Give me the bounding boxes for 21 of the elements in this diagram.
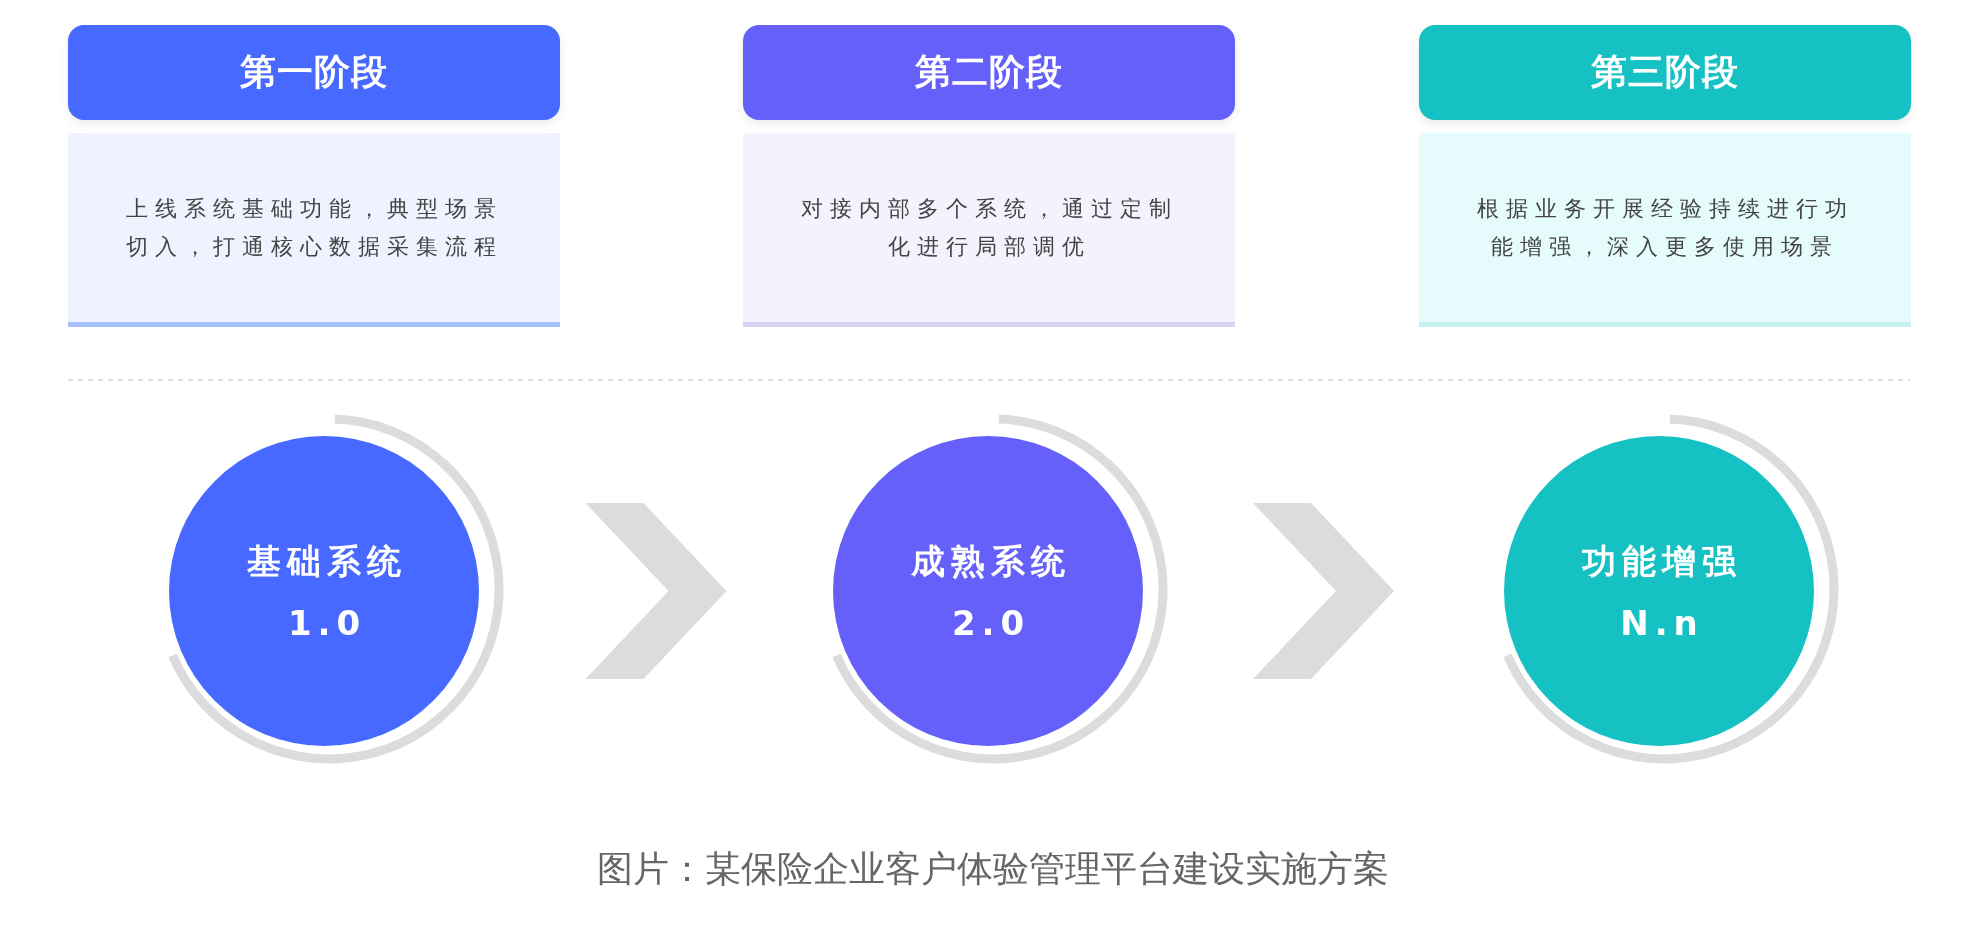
version-number: 2.0 bbox=[950, 603, 1031, 643]
description-text: 上线系统基础功能，典型场景切入，打通核心数据采集流程 bbox=[124, 194, 504, 261]
description-text: 对接内部多个系统，通过定制化进行局部调优 bbox=[799, 194, 1179, 261]
caption: 图片：某保险企业客户体验管理平台建设实施方案 bbox=[597, 847, 1389, 891]
stage-title: 第一阶段 bbox=[240, 50, 388, 94]
version-name: 成熟系统 bbox=[910, 540, 1071, 583]
description-panel bbox=[1419, 133, 1911, 327]
version-number: N.n bbox=[1619, 603, 1704, 643]
description-panel bbox=[743, 133, 1235, 327]
chevron-arrow bbox=[585, 503, 727, 679]
stage-header bbox=[68, 25, 560, 120]
stage-title: 第二阶段 bbox=[915, 50, 1063, 94]
version-number: 1.0 bbox=[286, 603, 367, 643]
version-name: 功能增强 bbox=[1581, 540, 1742, 583]
stage-title: 第三阶段 bbox=[1591, 50, 1739, 94]
chevron-arrow bbox=[1253, 503, 1394, 679]
stage-header bbox=[743, 25, 1235, 120]
version-name: 基础系统 bbox=[246, 540, 407, 583]
description-text: 根据业务开展经验持续进行功能增强，深入更多使用场景 bbox=[1475, 194, 1855, 261]
stage-header bbox=[1419, 25, 1911, 120]
description-panel bbox=[68, 133, 560, 327]
